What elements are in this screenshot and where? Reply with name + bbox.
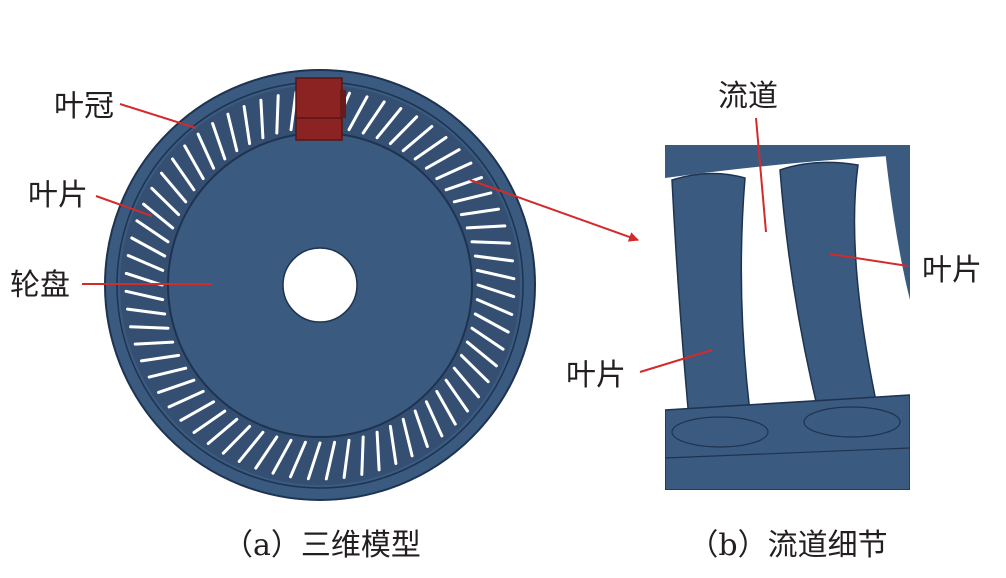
- red-block: [295, 77, 346, 141]
- leader-blade-right: [829, 253, 909, 267]
- blade-slot: [147, 366, 188, 379]
- blade-slot: [413, 136, 448, 161]
- bladed-disk-model: [104, 69, 536, 501]
- blade-slot: [475, 268, 516, 281]
- blade-slot: [183, 144, 205, 181]
- blade-slot: [167, 389, 205, 409]
- leader-shroud: [119, 103, 197, 129]
- blade-slot: [424, 400, 444, 438]
- detail-blade-far: [885, 150, 910, 300]
- blade-slot: [135, 219, 170, 244]
- leader-lines: [82, 103, 909, 373]
- blade-slot: [237, 430, 265, 463]
- blade-slot: [192, 409, 227, 434]
- leader-blade: [95, 195, 153, 217]
- blade-slot: [289, 440, 307, 479]
- blade-slot: [306, 441, 322, 481]
- label-channel: 流道: [718, 79, 778, 114]
- label-shroud: 叶冠: [54, 89, 114, 124]
- blade-slot: [452, 191, 493, 204]
- blade-slot: [388, 115, 419, 146]
- blade-slot: [452, 366, 480, 399]
- blade-slot: [211, 122, 227, 161]
- blade-slot: [401, 125, 434, 153]
- detail-platform-edge: [665, 447, 910, 459]
- blade-slot: [459, 353, 490, 384]
- blade-slot: [206, 417, 239, 445]
- blade-slot: [196, 132, 216, 170]
- blade-slot: [475, 298, 514, 316]
- blade-slot: [221, 424, 252, 455]
- blade-slot: [124, 289, 165, 302]
- leader-blade-detail: [639, 349, 713, 373]
- blade-slot: [133, 340, 175, 346]
- blade-slot: [424, 148, 461, 170]
- blade-slot: [435, 389, 457, 426]
- label-blade-right: 叶片: [922, 253, 982, 288]
- blade-slot: [171, 157, 196, 192]
- blade-slot: [150, 186, 181, 217]
- detail-shroud-band: [665, 145, 910, 178]
- blade-slot: [375, 430, 381, 472]
- detail-fillet-right: [803, 406, 901, 438]
- blade-slot: [473, 312, 510, 334]
- blade-slot: [444, 378, 469, 413]
- blade-slot: [435, 161, 473, 181]
- detail-fillet-left: [671, 416, 769, 448]
- leader-zoom-arrow: [469, 179, 639, 242]
- blade-slot: [360, 435, 365, 476]
- blade-slots: [124, 89, 516, 481]
- blade-slot: [473, 254, 514, 263]
- blade-slot: [254, 435, 279, 470]
- blade-slot: [160, 171, 188, 204]
- blade-slot: [465, 340, 498, 368]
- blade-slot: [413, 409, 429, 448]
- blade-slot: [444, 176, 483, 192]
- leader-channel: [755, 117, 767, 233]
- blade-slot: [259, 98, 265, 140]
- blade-slot: [140, 353, 181, 363]
- blade-slot: [157, 378, 196, 394]
- blade-slot: [476, 283, 516, 299]
- blade-slot: [130, 236, 167, 258]
- blade-slot: [142, 202, 175, 230]
- label-blade-detail: 叶片: [566, 358, 626, 393]
- blade-slot: [242, 105, 252, 146]
- caption-b: （b）流道细节: [688, 528, 887, 563]
- blade-slot: [289, 91, 298, 132]
- flow-channel-detail: [665, 145, 910, 490]
- label-disk: 轮盘: [10, 268, 70, 303]
- blade-slot: [388, 424, 398, 465]
- blade-slot: [470, 240, 511, 245]
- blade-slot: [324, 440, 337, 481]
- blade-slot: [401, 417, 414, 458]
- blade-slot: [361, 100, 386, 135]
- detail-blade-left: [671, 172, 753, 431]
- bore-hole: [282, 247, 358, 323]
- blade-slot: [271, 438, 293, 475]
- blade-slot: [226, 112, 239, 153]
- blade-slot: [126, 254, 165, 272]
- blade-slot: [275, 94, 280, 135]
- blade-slot: [459, 207, 500, 217]
- blade-slot: [375, 107, 403, 140]
- caption-a: （a）三维模型: [223, 528, 421, 563]
- detail-blade-right: [779, 161, 881, 427]
- blade-slot: [179, 400, 216, 422]
- blade-slot: [126, 307, 167, 316]
- label-blade: 叶片: [28, 178, 88, 213]
- blade-slot: [470, 326, 505, 351]
- blade-slot: [129, 325, 170, 330]
- blade-slot: [342, 438, 351, 479]
- blade-slot: [465, 224, 507, 230]
- blade-slot: [347, 95, 369, 132]
